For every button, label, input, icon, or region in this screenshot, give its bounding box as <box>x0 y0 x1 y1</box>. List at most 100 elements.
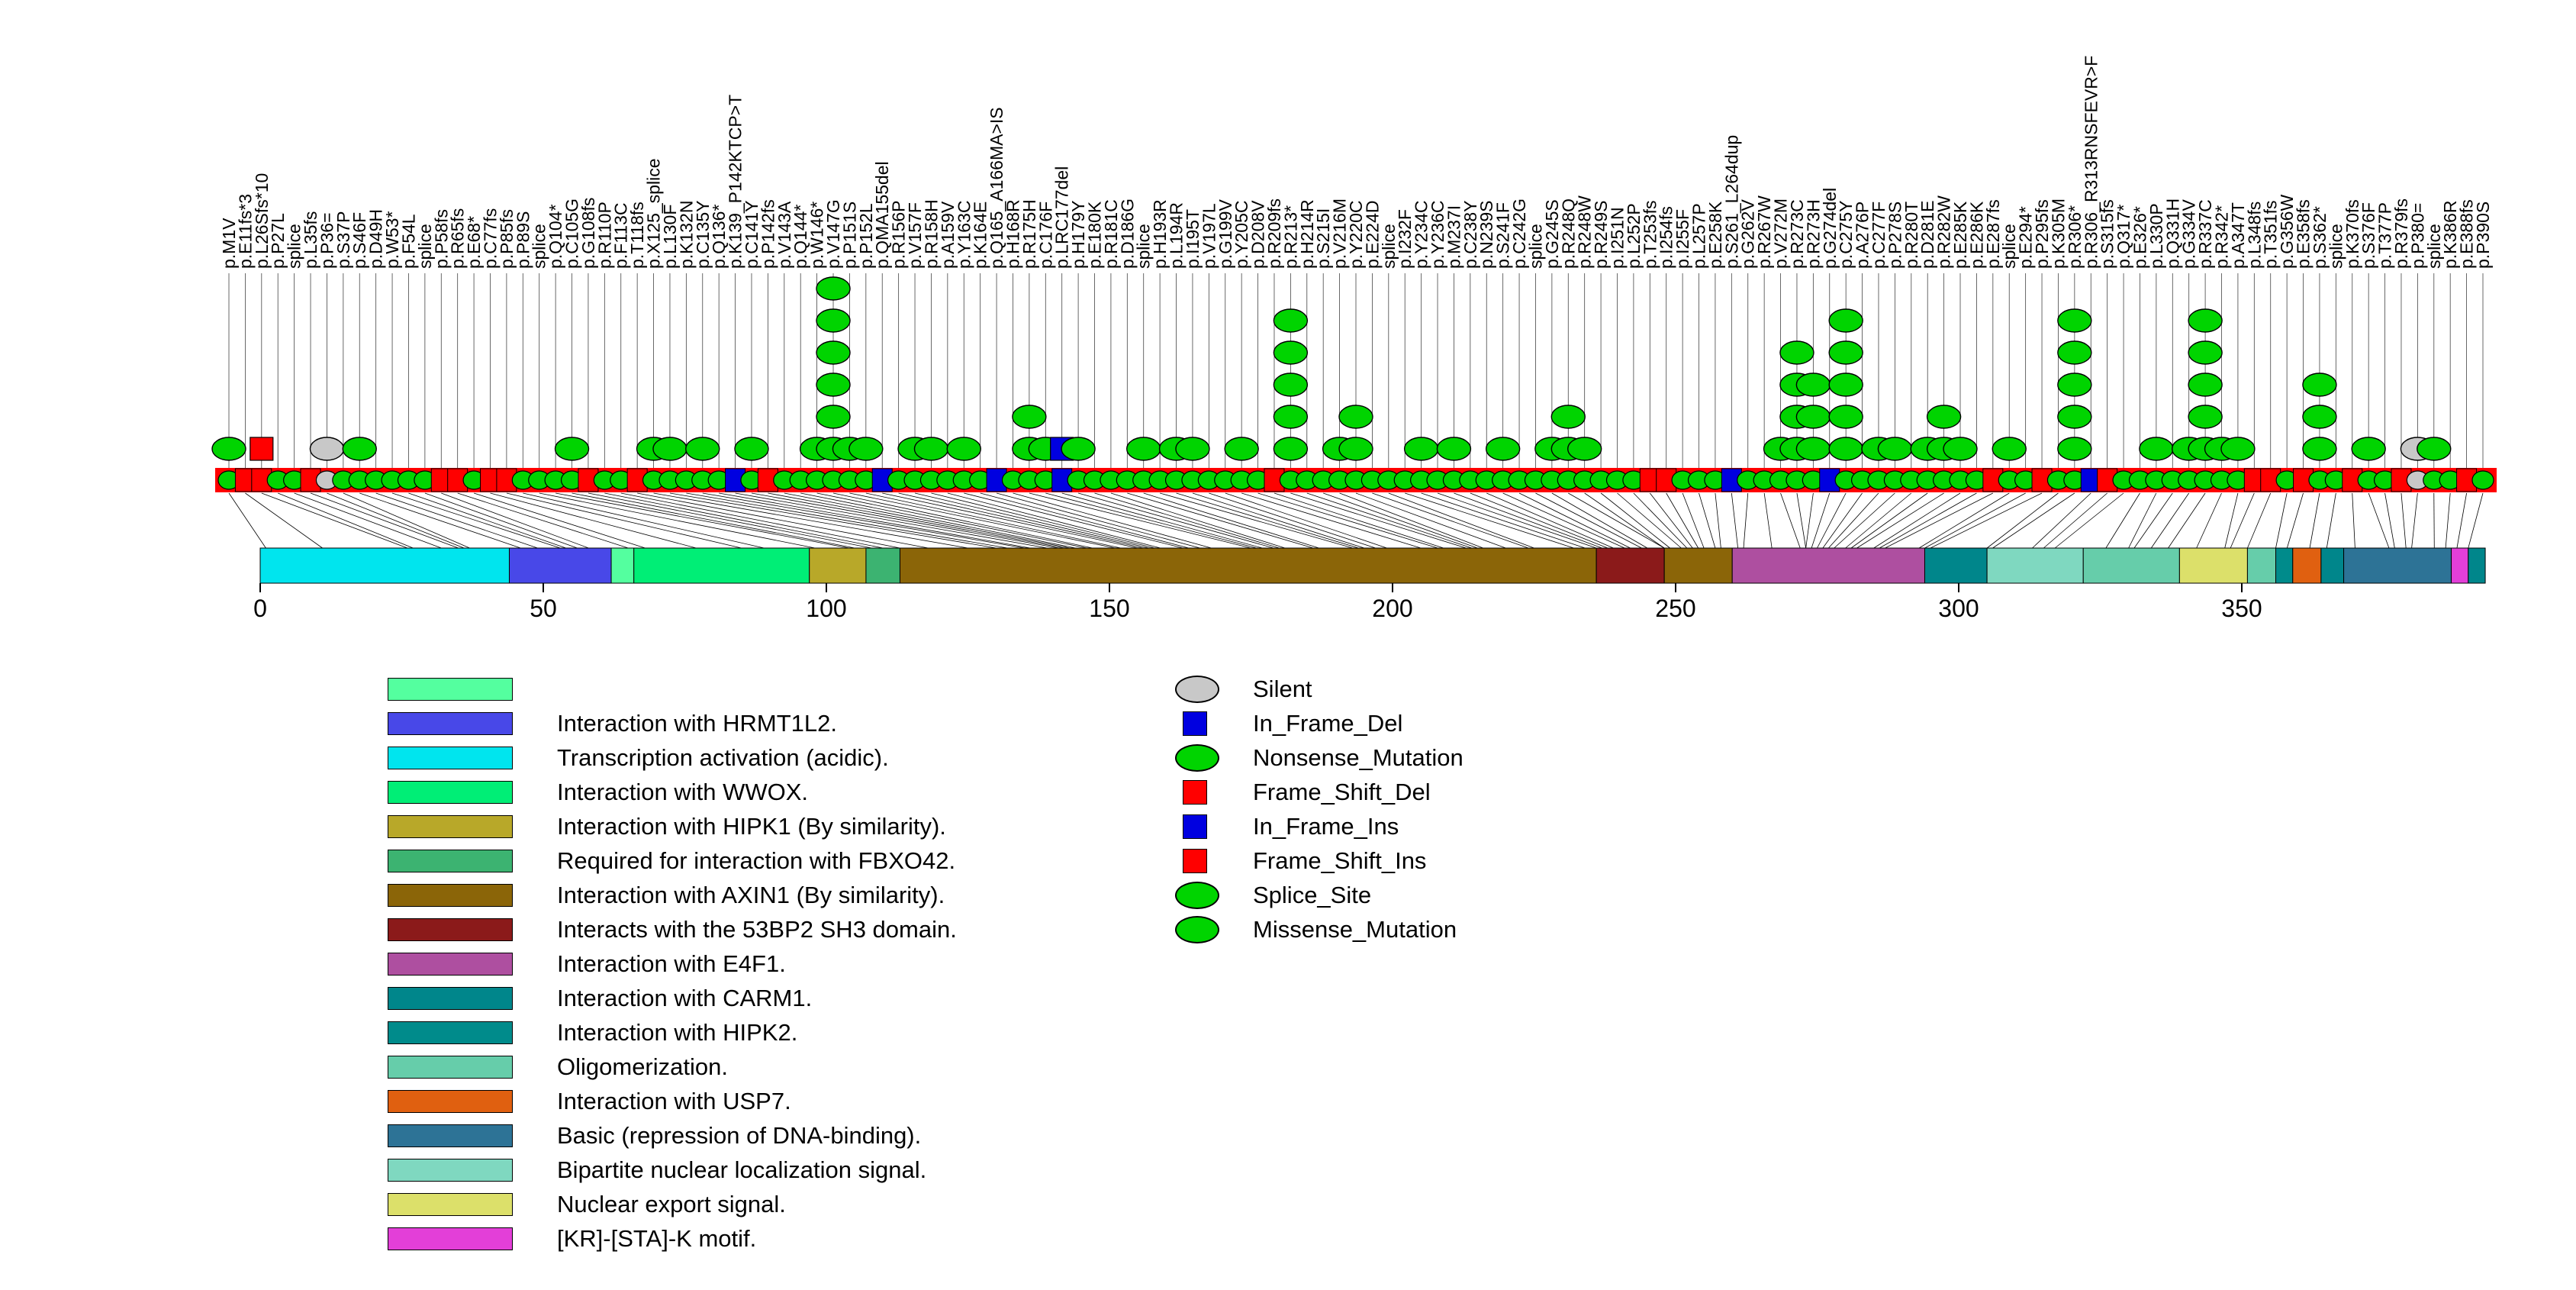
position-fan-line <box>2445 492 2451 549</box>
position-fan-line <box>424 492 578 549</box>
position-fan-line <box>1094 492 1280 549</box>
mutation-label: splice <box>415 224 435 269</box>
mutation-label: p.K370fs <box>2343 199 2362 269</box>
mutation-label: p.K386R <box>2440 200 2460 269</box>
mutation-label: p.R267W <box>1754 195 1774 269</box>
position-fan-line <box>1879 492 1977 549</box>
position-fan-line <box>1743 492 1749 549</box>
mutation-label: p.Y236C <box>1428 200 1447 269</box>
protein-domain-segment <box>1596 547 1665 584</box>
protein-domain-segment <box>865 547 900 584</box>
position-fan-line <box>2368 492 2390 549</box>
mutation-label: p.E258K <box>1705 201 1725 269</box>
position-fan-line <box>2168 492 2206 549</box>
position-fan-line <box>2230 492 2255 549</box>
position-fan-line <box>1780 492 1801 549</box>
position-fan-line <box>1372 492 1529 549</box>
mutation-label: p.V197L <box>1199 203 1219 269</box>
position-fan-line <box>343 492 470 549</box>
mutation-label: p.C105G <box>562 198 582 269</box>
position-fan-line <box>816 492 1087 549</box>
domain-legend-label: Interaction with HIPK2. <box>557 1019 798 1046</box>
mutation-stack-circle <box>342 437 377 461</box>
mutation-label: p.L330P <box>2146 203 2166 269</box>
mutation-stack-circle <box>1828 437 1863 461</box>
domain-legend-item: Basic (repression of DNA-binding). <box>388 1118 957 1153</box>
position-fan-line <box>996 492 1200 549</box>
domain-legend-item: Oligomerization. <box>388 1050 957 1084</box>
mutation-label: p.L252P <box>1624 203 1644 269</box>
position-fan-line <box>1856 492 1944 549</box>
mutation-label: p.R110P <box>594 202 614 269</box>
mutation-label: p.R273C <box>1787 199 1807 269</box>
mutation-stack-circle <box>1550 405 1586 429</box>
mutation-label: p.V216M <box>1330 198 1350 269</box>
position-fan-line <box>2196 492 2222 549</box>
position-fan-line <box>719 492 1031 549</box>
domain-legend-swatch <box>388 1124 513 1147</box>
axis-tick-label: 200 <box>1372 595 1412 622</box>
mutation-stack-circle <box>685 437 720 461</box>
position-fan-line <box>2411 492 2418 549</box>
mutation-stack-circle <box>1273 372 1309 397</box>
position-fan-line <box>1918 492 2010 549</box>
domain-legend-item: Interaction with WWOX. <box>388 775 957 809</box>
mutation-type-label: In_Frame_Del <box>1253 710 1403 737</box>
mutation-stack-circle <box>652 437 687 461</box>
position-fan-line <box>832 492 1093 549</box>
mutation-label: p.R156P <box>889 200 909 269</box>
domain-legend-label: Interaction with WWOX. <box>557 779 809 805</box>
position-fan-line <box>1568 492 1665 549</box>
protein-domain-segment <box>1731 547 1925 584</box>
domain-legend-swatch <box>388 883 513 907</box>
mutation-label: p.K164E <box>971 202 990 269</box>
mutation-label: p.S362* <box>2310 206 2330 269</box>
axis-tick-label: 250 <box>1655 595 1695 622</box>
mutation-stack-circle <box>2057 405 2092 429</box>
mutation-stack-circle <box>816 372 851 397</box>
mutation-stack-circle <box>2057 372 2092 397</box>
mutation-label: p.T118fs <box>627 202 647 269</box>
position-fan-line <box>2326 492 2336 549</box>
mutation-stack-circle <box>2139 437 2174 461</box>
mutation-stack-circle <box>1273 437 1309 461</box>
position-fan-line <box>1454 492 1602 549</box>
position-fan-line <box>245 492 323 549</box>
position-fan-line <box>1828 492 1879 549</box>
mutation-label: splice <box>2424 224 2444 269</box>
protein-domain-segment <box>2082 547 2180 584</box>
domain-legend-label: Interaction with E4F1. <box>557 950 786 977</box>
position-fan-line <box>1822 492 1863 549</box>
mutation-label: p.P36= <box>317 212 336 269</box>
mutation-stack-square <box>250 437 274 461</box>
mutation-label: p.P27L <box>268 213 288 269</box>
mutation-stack-circle <box>2417 437 2452 461</box>
protein-domain-segment <box>2246 547 2277 584</box>
domain-legend: Interaction with HRMT1L2.Transcription a… <box>388 672 957 1256</box>
position-fan-line <box>359 492 521 549</box>
protein-domain-segment <box>899 547 1597 584</box>
mutation-label: p.H168R <box>1003 199 1022 269</box>
position-fan-line <box>1649 492 1693 549</box>
domain-legend-label: Basic (repression of DNA-binding). <box>557 1122 922 1149</box>
mutation-type-swatch <box>1175 743 1224 772</box>
position-fan-line <box>327 492 465 549</box>
mutation-label: p.H193R <box>1150 199 1170 269</box>
mutation-label: p.R379fs <box>2391 198 2411 269</box>
protein-domain-segment <box>259 547 510 584</box>
mutation-label: p.G245S <box>1542 199 1562 269</box>
position-fan-line <box>375 492 538 549</box>
mutation-label: p.H179Y <box>1068 200 1088 269</box>
mutation-label: p.C176F <box>1035 202 1055 269</box>
mutation-label: p.G334V <box>2179 199 2199 269</box>
mutation-type-legend-item: Frame_Shift_Ins <box>1175 843 1463 878</box>
mutation-label: p.R158H <box>921 199 941 269</box>
position-fan-line <box>1930 492 2043 549</box>
mutation-label: p.E286K <box>1966 201 1986 269</box>
mutation-label: p.E224D <box>1362 200 1382 269</box>
mutation-label: p.R175H <box>1019 199 1039 269</box>
position-fan-line <box>669 492 997 549</box>
mutation-stack-circle <box>2188 340 2223 365</box>
